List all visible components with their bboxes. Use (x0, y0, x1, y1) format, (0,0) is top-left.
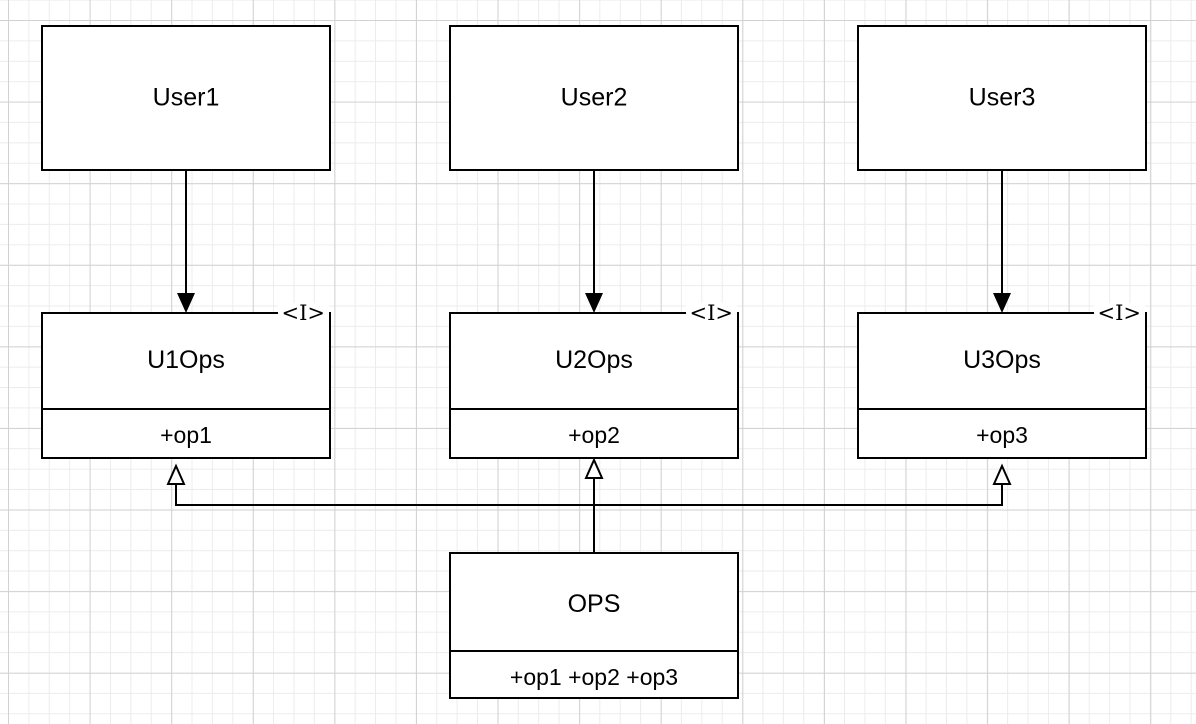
user1-label: User1 (152, 83, 220, 112)
usage-arrow-user1 (177, 170, 195, 313)
interface-stereotype: <I> (1093, 303, 1145, 324)
interface-stereotype: <I> (685, 303, 737, 324)
u3ops-interface-box[interactable]: <I> U3Ops +op3 (857, 303, 1147, 459)
usage-arrow-user2 (585, 170, 603, 313)
ops-divider (451, 650, 737, 652)
u1ops-interface-box[interactable]: <I> U1Ops +op1 (41, 303, 331, 459)
u1ops-operation: +op1 (160, 422, 212, 448)
u2ops-operation: +op2 (568, 422, 620, 448)
interface-stereotype: <I> (277, 303, 329, 324)
u1ops-divider (43, 408, 329, 410)
realization-arrowhead-u2ops (584, 457, 604, 479)
user3-label: User3 (968, 83, 1036, 112)
u3ops-divider (859, 408, 1145, 410)
u3ops-operation: +op3 (976, 422, 1028, 448)
user2-box[interactable]: User2 (449, 25, 739, 171)
user2-label: User2 (560, 83, 628, 112)
ops-name: OPS (567, 590, 621, 618)
u2ops-name: U2Ops (555, 346, 633, 374)
u2ops-interface-box[interactable]: <I> U2Ops +op2 (449, 303, 739, 459)
realization-arrowhead-u3ops (992, 463, 1012, 485)
ops-class-box[interactable]: OPS +op1 +op2 +op3 (449, 552, 739, 699)
user1-box[interactable]: User1 (41, 25, 331, 171)
u2ops-divider (451, 408, 737, 410)
user3-box[interactable]: User3 (857, 25, 1147, 171)
realization-connector (175, 478, 1003, 553)
u3ops-name: U3Ops (963, 346, 1041, 374)
u1ops-name: U1Ops (147, 346, 225, 374)
ops-operations: +op1 +op2 +op3 (509, 664, 679, 690)
realization-arrowhead-u1ops (166, 463, 186, 485)
usage-arrow-user3 (993, 170, 1011, 313)
